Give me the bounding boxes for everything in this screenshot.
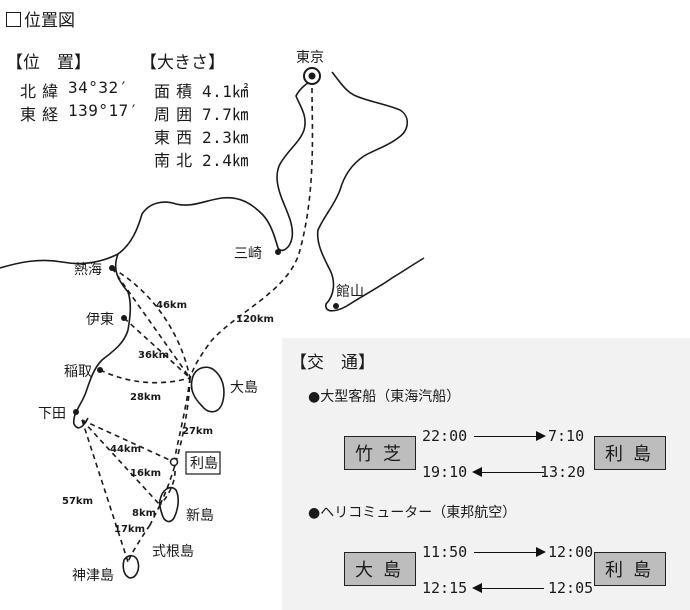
label-niijima: 新島 bbox=[186, 508, 214, 524]
dist-niijima-shikine: 8km bbox=[132, 508, 156, 519]
island-kozushima bbox=[122, 554, 140, 579]
dot-atami bbox=[109, 265, 115, 271]
route-oshima-niijima bbox=[159, 377, 191, 506]
heli-arrive-out: 12:00 bbox=[548, 543, 594, 561]
coastline bbox=[0, 71, 425, 429]
route-shikine-kozu bbox=[127, 524, 151, 563]
ship-arrive-back: 19:10 bbox=[422, 463, 468, 481]
arrow-right-icon bbox=[474, 431, 546, 441]
transport-header: 【交 通】 bbox=[290, 353, 375, 373]
dot-ito bbox=[121, 315, 127, 321]
dist-atami-oshima: 46km bbox=[156, 300, 187, 311]
ship-depart-back: 13:20 bbox=[540, 463, 586, 481]
dot-shimoda bbox=[73, 409, 79, 415]
route-shimoda-niijima bbox=[81, 419, 161, 506]
size-header: 【大きさ】 bbox=[140, 53, 225, 73]
dot-inatori bbox=[97, 367, 103, 373]
dist-toshima-niijima: 16km bbox=[130, 468, 161, 479]
heli-depart-back: 12:05 bbox=[548, 579, 594, 597]
route-atami-oshima bbox=[111, 267, 191, 379]
label-toshima-box bbox=[185, 451, 221, 475]
perimeter-value: 7.7㎞ bbox=[202, 105, 249, 124]
ship-arrive-out: 7:10 bbox=[548, 427, 585, 445]
transport-panel: 【交 通】 ●大型客船（東海汽船） 竹芝 利島 22:00 7:10 19:10… bbox=[282, 338, 690, 610]
route-atami-curve bbox=[111, 267, 191, 379]
east-west-label: 東 西 bbox=[154, 128, 193, 147]
page-title: 位置図 bbox=[6, 6, 75, 31]
ship-depart-out: 22:00 bbox=[422, 427, 468, 445]
label-tateyama: 館山 bbox=[336, 283, 364, 300]
route-niijima-shikine bbox=[149, 504, 161, 526]
arrow-left-icon bbox=[472, 583, 544, 593]
route-shimoda-toshima bbox=[81, 419, 175, 463]
coastline-izu-west bbox=[72, 253, 132, 429]
checkbox-square-icon bbox=[6, 12, 21, 27]
label-inatori: 稲取 bbox=[64, 364, 92, 380]
page-title-text: 位置図 bbox=[24, 11, 75, 31]
heli-service-title: ●ヘリコミューター（東邦航空） bbox=[308, 505, 517, 521]
label-oshima: 大島 bbox=[230, 380, 258, 396]
station-toshima-ship: 利島 bbox=[594, 436, 666, 470]
location-header: 【位 置】 bbox=[6, 53, 91, 73]
route-ito-oshima bbox=[123, 317, 191, 379]
place-dots bbox=[73, 249, 339, 415]
route-oshima-toshima bbox=[173, 377, 191, 463]
label-atami: 熱海 bbox=[74, 262, 102, 278]
coastline-boso bbox=[316, 71, 425, 312]
latitude-label: 北 緯 bbox=[20, 82, 59, 101]
arrow-left-icon bbox=[472, 467, 544, 477]
north-south-label: 南 北 bbox=[154, 151, 193, 170]
perimeter-label: 周 囲 bbox=[154, 105, 193, 124]
latitude-value: 34°32′ bbox=[68, 78, 129, 97]
station-toshima-heli: 利島 bbox=[594, 552, 666, 586]
heli-arrive-back: 12:15 bbox=[422, 579, 468, 597]
ship-service-title: ●大型客船（東海汽船） bbox=[308, 389, 461, 405]
dist-shimoda-toshima: 44km bbox=[110, 444, 141, 455]
heli-depart-out: 11:50 bbox=[422, 543, 468, 561]
sea-routes bbox=[81, 87, 314, 563]
label-tokyo: 東京 bbox=[296, 50, 324, 66]
dist-ito-oshima: 36km bbox=[138, 350, 169, 361]
label-toshima: 利島 bbox=[190, 456, 218, 472]
route-shimoda-kozu bbox=[81, 419, 129, 563]
island-oshima bbox=[190, 366, 225, 413]
dist-tokyo-oshima: 120km bbox=[236, 314, 274, 325]
area-label: 面 積 bbox=[154, 82, 193, 101]
toshima-marker bbox=[169, 457, 179, 467]
island-niijima bbox=[158, 486, 179, 523]
route-inatori-oshima bbox=[99, 369, 191, 384]
station-oshima: 大島 bbox=[344, 552, 416, 586]
longitude-label: 東 経 bbox=[20, 105, 59, 124]
coastline-izu-miura bbox=[0, 79, 315, 269]
area-value: 4.1㎢ bbox=[202, 82, 249, 101]
label-misaki: 三崎 bbox=[234, 246, 262, 262]
dist-shikine-kozu: 17km bbox=[114, 524, 145, 535]
station-takeshiba: 竹芝 bbox=[344, 436, 416, 470]
route-tokyo-oshima bbox=[189, 87, 314, 379]
label-kozushima: 神津島 bbox=[72, 568, 114, 584]
east-west-value: 2.3㎞ bbox=[202, 128, 249, 147]
label-shikinejima: 式根島 bbox=[152, 544, 194, 560]
label-ito: 伊東 bbox=[86, 312, 114, 328]
route-toshima-niijima bbox=[159, 461, 176, 506]
dot-misaki bbox=[275, 249, 281, 255]
arrow-right-icon bbox=[474, 547, 546, 557]
north-south-value: 2.4㎞ bbox=[202, 151, 249, 170]
dist-oshima-toshima: 27km bbox=[182, 426, 213, 437]
label-shimoda: 下田 bbox=[38, 406, 66, 422]
longitude-value: 139°17′ bbox=[68, 101, 139, 120]
dist-shimoda-kozu: 57km bbox=[62, 496, 93, 507]
tokyo-marker-inner bbox=[308, 72, 316, 80]
dot-tateyama bbox=[333, 303, 339, 309]
dist-inatori-oshima: 28km bbox=[130, 392, 161, 403]
